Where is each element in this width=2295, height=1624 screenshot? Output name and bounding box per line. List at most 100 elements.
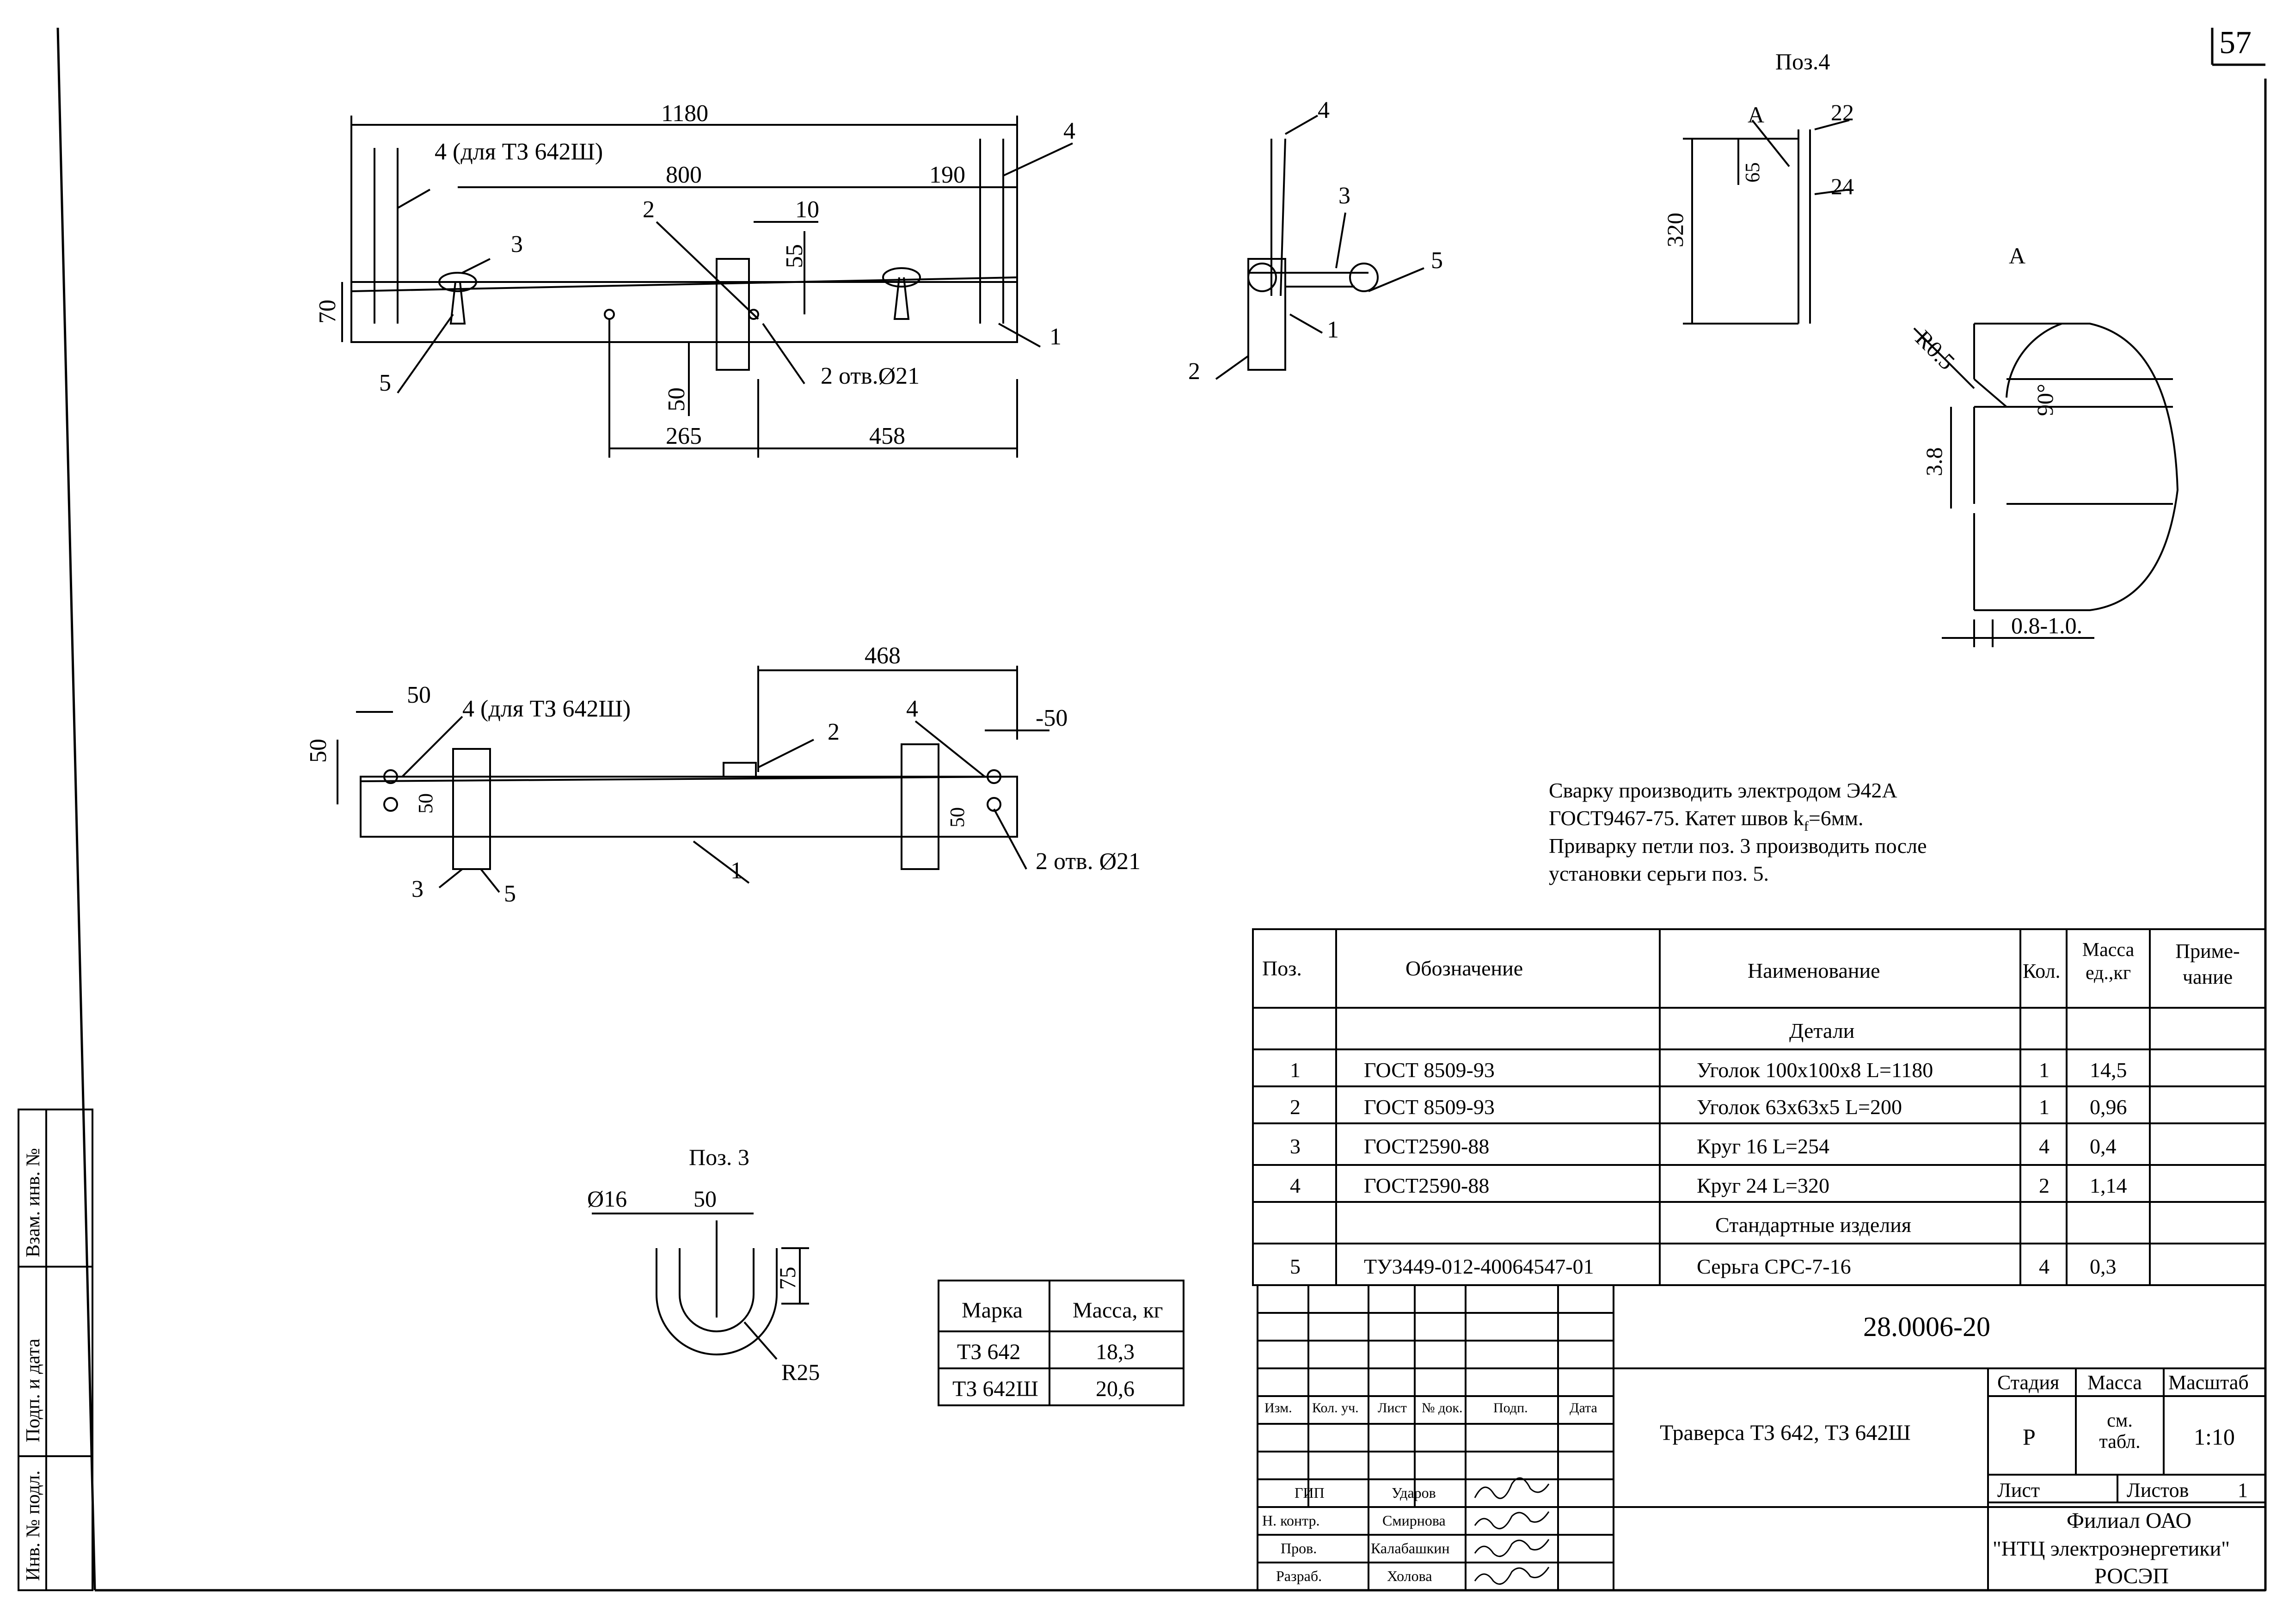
front-callout-4: 4 (1063, 118, 1075, 144)
front-callout-holes: 2 отв.Ø21 (821, 363, 920, 389)
front-callout-3: 3 (511, 231, 523, 257)
plan-callout-4-sh: 4 (для ТЗ 642Ш) (462, 696, 631, 722)
plan-dim-50-right: 50 (946, 807, 969, 827)
front-dim-800: 800 (666, 162, 702, 188)
spec-r1-name: Уголок 100х100х8 L=1180 (1697, 1058, 1933, 1082)
detail-a-title: A (2009, 243, 2025, 269)
detail-a-gap: 0.8-1.0. (2011, 613, 2082, 638)
mass-table-h2: Масса, кг (1073, 1298, 1163, 1323)
spec-r4-des: ГОСТ2590-88 (1364, 1174, 1489, 1197)
front-callout-4-sh: 4 (для ТЗ 642Ш) (435, 139, 603, 165)
plan-callout-5: 5 (504, 881, 516, 907)
signature-scribbles (1474, 1477, 1550, 1585)
plan-callout-4: 4 (906, 696, 918, 722)
spec-rows: 1 ГОСТ 8509-93 Уголок 100х100х8 L=1180 1… (1290, 1058, 2127, 1278)
notes: Сварку производить электродом Э42А ГОСТ9… (1549, 778, 1927, 885)
side-stamp-inv: Инв. № подл. (23, 1471, 44, 1581)
spec-r5-pos: 5 (1290, 1255, 1301, 1278)
front-dim-265: 265 (666, 423, 702, 449)
spec-r1-mass: 14,5 (2090, 1058, 2127, 1082)
spec-r5-qty: 4 (2039, 1255, 2050, 1278)
front-callout-5: 5 (379, 370, 391, 396)
spec-section-details: Детали (1789, 1019, 1854, 1042)
plan-dim-50-left: 50 (305, 739, 331, 763)
plan-dim-50-mid: 50 (414, 793, 437, 814)
side-stamp-sign: Подп. и дата (23, 1338, 44, 1442)
plan-callout-1: 1 (730, 858, 742, 884)
spec-r5-des: ТУ3449-012-40064547-01 (1364, 1255, 1594, 1278)
role-nkontr: Н. контр. (1262, 1512, 1320, 1529)
sheet-label: Лист (1997, 1479, 2040, 1501)
name-udarov: Ударов (1392, 1484, 1436, 1501)
rev-h-list: Лист (1378, 1400, 1407, 1416)
doc-title: Траверса ТЗ 642, ТЗ 642Ш (1660, 1421, 1911, 1445)
poz3-dim-50: 50 (693, 1186, 717, 1212)
sheets-value: 1 (2238, 1479, 2248, 1501)
org-line-1: Филиал ОАО (2067, 1508, 2191, 1533)
poz3-dim-75: 75 (774, 1267, 800, 1290)
plan-callout-3: 3 (411, 876, 423, 902)
name-holova: Холова (1387, 1568, 1432, 1584)
mass-header: Масса (2087, 1371, 2142, 1394)
note-line-2: ГОСТ9467-75. Катет швов kf=6мм. (1549, 806, 1863, 834)
revision-headers: Изм. Кол. уч. Лист № док. Подп. Дата (1264, 1400, 1597, 1416)
spec-r4-mass: 1,14 (2090, 1174, 2127, 1197)
sheet-number: 57 (2219, 25, 2252, 61)
rev-h-doc: № док. (1422, 1400, 1462, 1416)
side-callout-3: 3 (1338, 183, 1350, 209)
poz3-title: Поз. 3 (689, 1144, 749, 1170)
poz3-view (592, 1213, 809, 1360)
front-dim-70: 70 (314, 300, 341, 324)
spec-r3-pos: 3 (1290, 1134, 1301, 1158)
spec-r5-name: Серьга СРС-7-16 (1697, 1255, 1851, 1278)
spec-r2-qty: 1 (2039, 1095, 2050, 1119)
mass-table-r1c2: 18,3 (1096, 1340, 1135, 1364)
spec-r4-pos: 4 (1290, 1174, 1301, 1197)
front-dim-190: 190 (929, 162, 965, 188)
mass-table (938, 1280, 1184, 1406)
spec-r3-mass: 0,4 (2090, 1134, 2117, 1158)
side-callout-2: 2 (1188, 358, 1200, 385)
title-block (1257, 1284, 2266, 1591)
doc-number: 28.0006-20 (1863, 1311, 1990, 1342)
spec-h-mass: Масса ед.,кг (2082, 939, 2135, 984)
spec-r2-name: Уголок 63х63х5 L=200 (1697, 1095, 1902, 1119)
front-dim-55: 55 (781, 244, 808, 268)
role-gip: ГИП (1295, 1484, 1325, 1501)
org-line-2: "НТЦ электроэнергетики" (1993, 1537, 2230, 1560)
spec-section-std: Стандартные изделия (1715, 1213, 1911, 1237)
spec-r3-name: Круг 16 L=254 (1697, 1134, 1829, 1158)
spec-h-note: Приме-чание (2175, 940, 2240, 988)
poz4-view (1683, 119, 1850, 325)
detail-a-90: 90° (2032, 384, 2058, 416)
detail-a (1913, 323, 2179, 647)
scale-value: 1:10 (2194, 1424, 2235, 1450)
role-razrab: Разраб. (1276, 1568, 1322, 1584)
spec-h-name: Наименование (1748, 959, 1880, 982)
spec-r2-pos: 2 (1290, 1095, 1301, 1119)
role-prov: Пров. (1281, 1540, 1317, 1557)
mass-table-r2c1: ТЗ 642Ш (952, 1377, 1038, 1401)
front-dim-1180: 1180 (661, 100, 708, 127)
rev-h-izm: Изм. (1264, 1400, 1292, 1416)
plan-callout-2: 2 (828, 719, 840, 745)
note-line-2-b: =6мм. (1809, 806, 1864, 830)
signatories: ГИП Н. контр. Пров. Разраб. Ударов Смирн… (1262, 1484, 1450, 1584)
spec-r2-des: ГОСТ 8509-93 (1364, 1095, 1495, 1119)
note-line-1: Сварку производить электродом Э42А (1549, 778, 1897, 802)
plan-dim-minus50: -50 (1036, 705, 1068, 731)
name-smirnova: Смирнова (1382, 1512, 1446, 1529)
spec-r4-qty: 2 (2039, 1174, 2050, 1197)
sheets-label: Листов (2127, 1479, 2189, 1501)
stage-value: Р (2023, 1424, 2036, 1450)
side-stamp-swap: Взам. инв. № (23, 1148, 44, 1257)
side-view (1215, 115, 1424, 380)
side-callout-1: 1 (1327, 317, 1339, 343)
detail-a-38: 3.8 (1921, 447, 1947, 477)
mass-value: см. табл. (2099, 1410, 2141, 1452)
spec-table (1252, 928, 2266, 1286)
spec-h-pos: Поз. (1262, 956, 1302, 980)
front-callout-1: 1 (1049, 324, 1062, 350)
plan-view (337, 666, 1049, 893)
